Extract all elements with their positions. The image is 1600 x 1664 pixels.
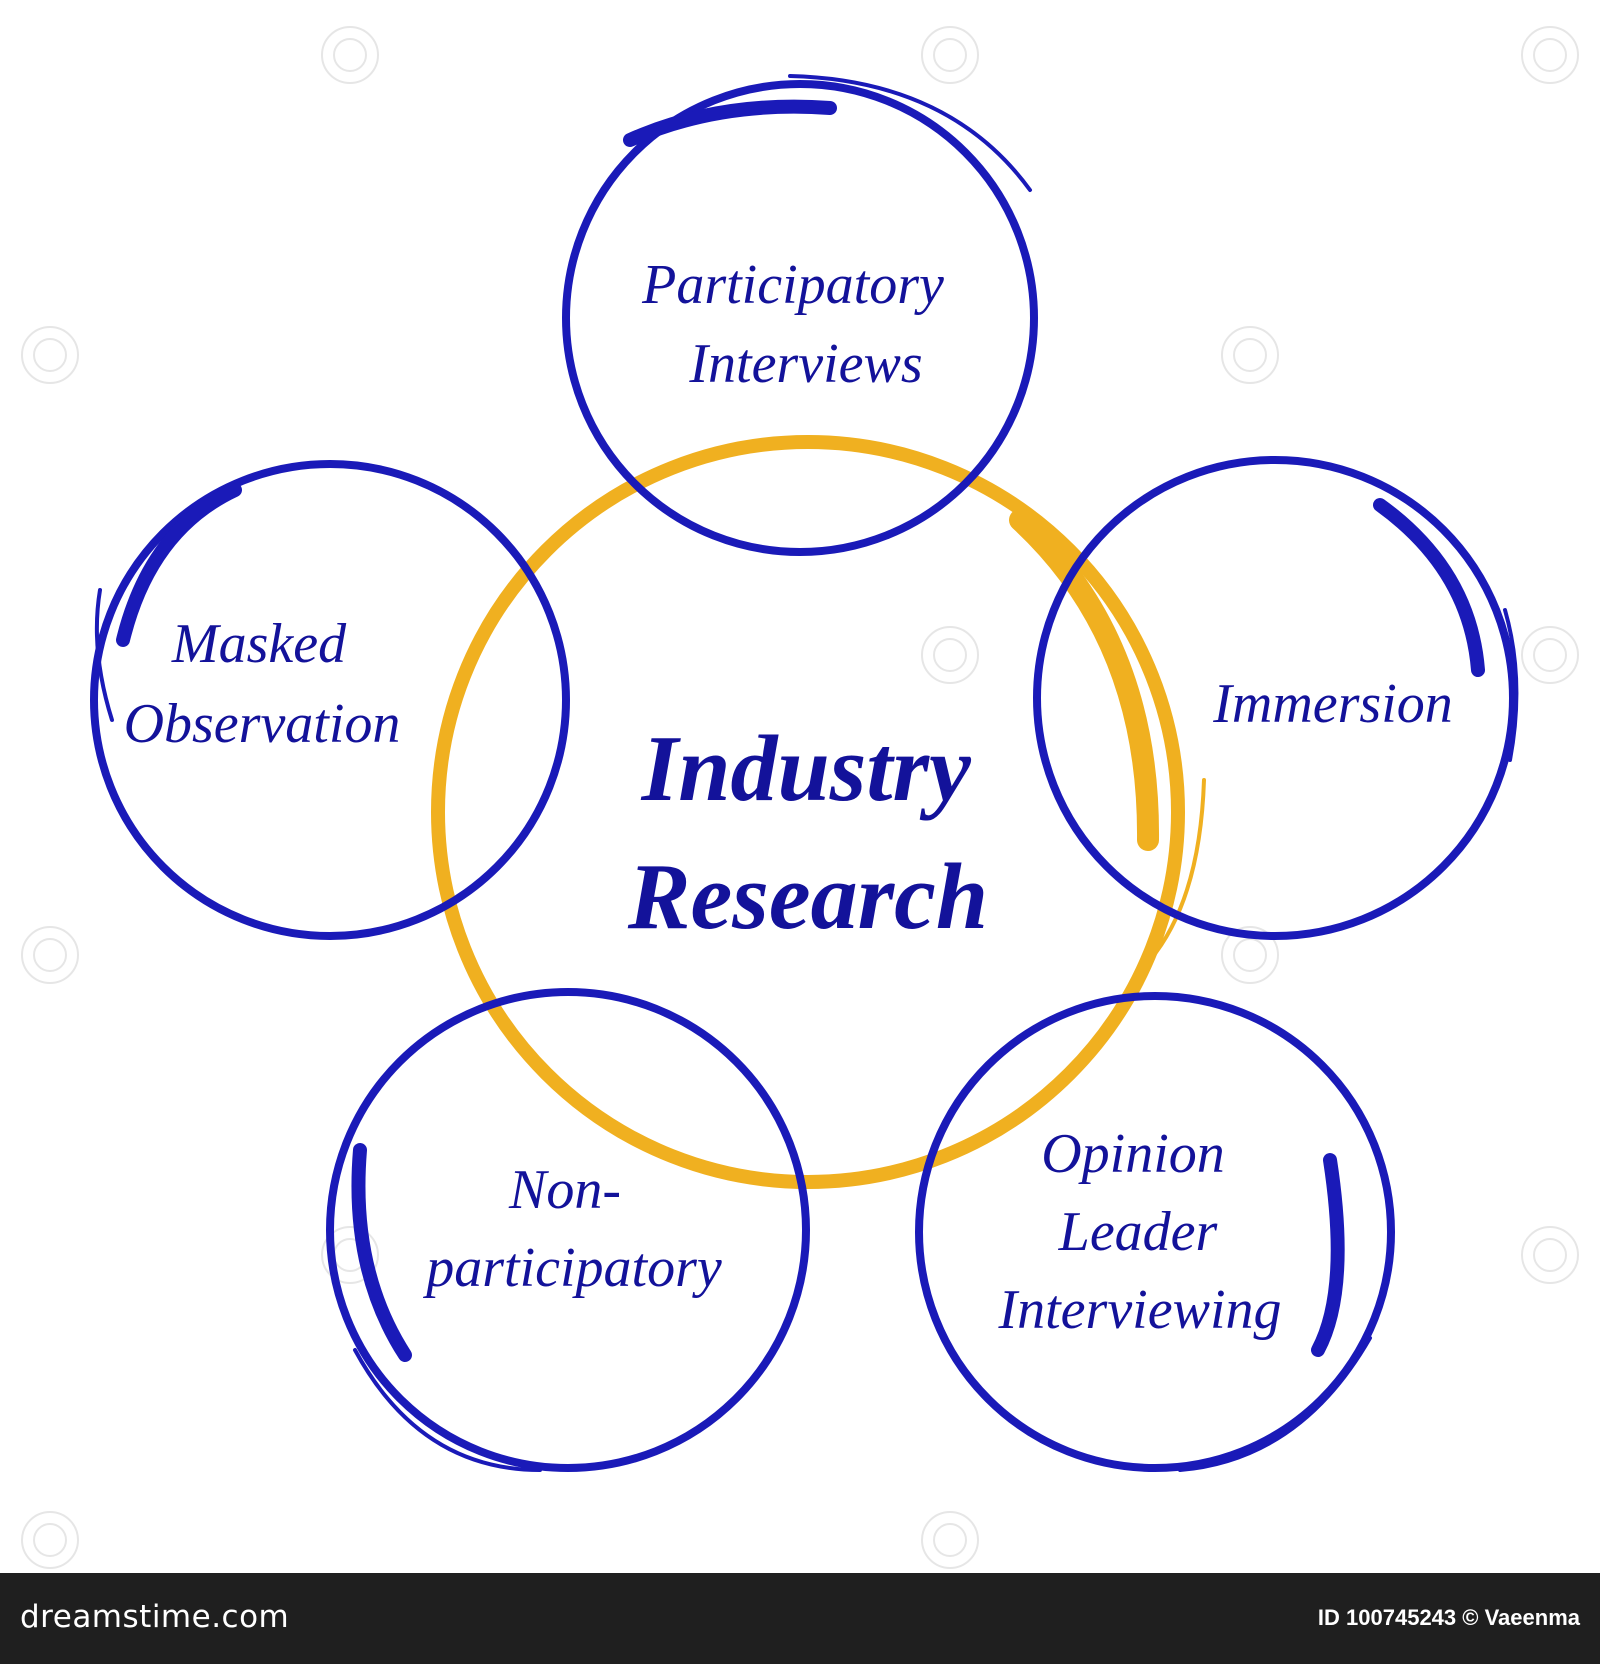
- node-label-participatory-interviews: Participatory Interviews: [641, 254, 958, 395]
- node-ring-participatory-interviews: [562, 74, 1038, 556]
- center-label: Industry Research: [627, 717, 994, 949]
- watermark-pattern: [21, 26, 1579, 1569]
- node-label-line: Non-: [508, 1159, 621, 1221]
- footer-brand: dreamstime.com: [20, 1599, 290, 1635]
- node-label-line: Immersion: [1212, 673, 1453, 735]
- node-ring-immersion: [1033, 456, 1519, 940]
- node-ring-masked-observation: [90, 460, 570, 940]
- node-label-line: Leader: [1058, 1201, 1218, 1263]
- node-ring-opinion-leader-interviewing: [915, 992, 1395, 1472]
- node-label-line: Opinion: [1041, 1123, 1225, 1185]
- watermark-footer: dreamstime.com ID 100745243 © Vaeenma: [0, 1573, 1600, 1664]
- center-ring: [431, 435, 1206, 1189]
- node-ring-non-participatory: [326, 988, 810, 1472]
- node-label-masked-observation: Masked Observation: [124, 613, 401, 755]
- node-label-opinion-leader-interviewing: Opinion Leader Interviewing: [997, 1123, 1281, 1341]
- footer-credit: ID 100745243 © Vaeenma: [1317, 1605, 1580, 1630]
- node-label-line: Participatory: [641, 254, 944, 316]
- center-label-line-2: Research: [627, 845, 988, 949]
- center-label-line-1: Industry: [641, 717, 971, 821]
- node-label-line: participatory: [422, 1237, 722, 1299]
- node-label-line: Masked: [171, 613, 347, 675]
- node-label-immersion: Immersion: [1212, 673, 1453, 735]
- node-label-line: Observation: [124, 693, 401, 755]
- diagram-canvas: Industry Research Participatory Intervie…: [21, 26, 1579, 1569]
- node-label-line: Interviewing: [997, 1279, 1281, 1341]
- node-label-line: Interviews: [688, 333, 922, 395]
- node-label-non-participatory: Non- participatory: [422, 1159, 722, 1299]
